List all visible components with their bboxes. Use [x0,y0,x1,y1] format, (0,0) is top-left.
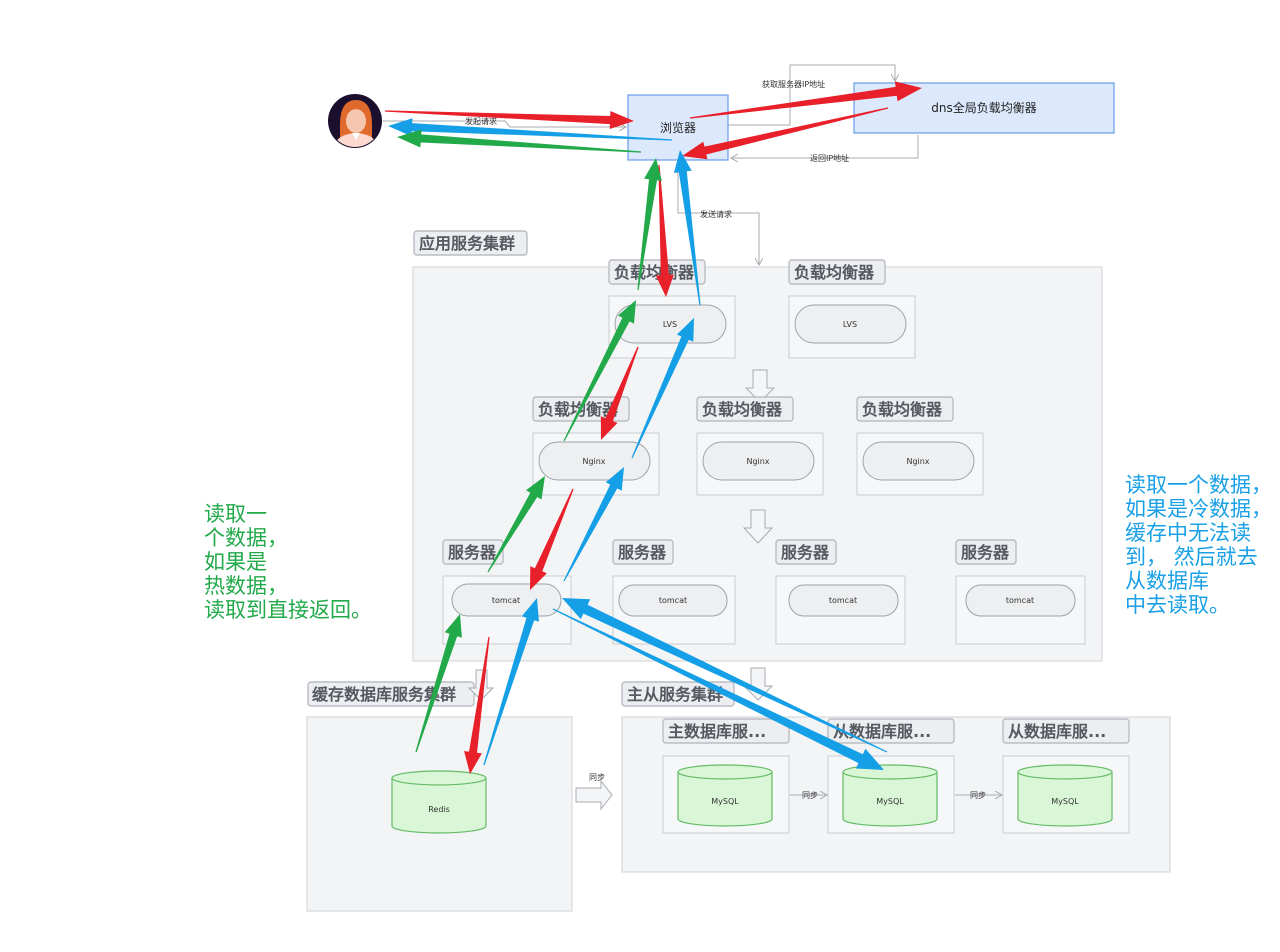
conn-send-request [677,162,759,264]
svg-text:缓存数据库服务集群: 缓存数据库服务集群 [311,685,456,704]
svg-text:主数据库服...: 主数据库服... [668,722,766,741]
red-flow-arrow-4 [655,165,674,297]
mysql-label-1: MySQL [711,797,739,806]
tomcat-node-4[interactable] [965,584,1076,617]
tag-server-4: 服务器 [955,539,1017,565]
tag-lb-4: 负载均衡器 [696,396,794,422]
svg-text:负载均衡器: 负载均衡器 [614,263,695,282]
blue-flow-arrow-11 [563,467,624,582]
svg-text:从数据库服...: 从数据库服... [1008,722,1106,741]
svg-text:负载均衡器: 负载均衡器 [794,263,875,282]
red-flow-arrow-6 [530,488,574,590]
sync-label-cache: 同步 [589,773,605,782]
tomcat-label-1: tomcat [492,596,520,605]
tag-cache-cluster: 缓存数据库服务集群 [307,681,475,707]
tag-lb-5: 负载均衡器 [856,396,954,422]
red-flow-arrow-5 [600,346,639,440]
svg-text:服务器: 服务器 [448,543,497,562]
green-flow-arrow-15 [397,129,641,153]
tag-slave-db-2: 从数据库服... [1002,718,1130,744]
lvs-node-2[interactable] [794,304,907,344]
browser-label: 浏览器 [660,120,696,135]
mysql-label-2: MySQL [876,797,904,806]
tag-server-1: 服务器 [442,539,504,565]
tag-master-slave-cluster: 主从服务集群 [621,681,735,707]
redis-label: Redis [428,805,450,814]
dns-label: dns全局负载均衡器 [931,100,1036,115]
red-flow-arrow-7 [464,636,490,774]
tomcat-label-4: tomcat [1006,596,1034,605]
note-cold-data: 读取一个数据， 如果是冷数据， 缓存中无法读 到， 然后就去 从数据库 中去读取… [1125,473,1279,617]
green-flow-arrow-17 [563,300,636,442]
tag-server-3: 服务器 [775,539,837,565]
green-flow-arrow-18 [487,476,545,573]
blue-flow-arrow-9 [673,150,701,306]
nginx-node-3[interactable] [862,441,975,481]
svg-text:负载均衡器: 负载均衡器 [862,400,943,419]
mysql-node-2[interactable] [842,764,938,827]
user-avatar-icon [328,94,382,148]
nginx-label-2: Nginx [746,457,769,466]
red-flow-arrow-2 [689,81,922,119]
tag-app-cluster: 应用服务集群 [413,230,528,256]
nginx-label-1: Nginx [582,457,605,466]
tag-lb-1: 负载均衡器 [608,259,706,285]
tag-lb-2: 负载均衡器 [788,259,886,285]
svg-text:主从服务集群: 主从服务集群 [627,685,723,704]
label-send-request: 发送请求 [700,209,732,219]
label-return-ip: 返回IP地址 [810,153,849,163]
label-send-request-top: 发起请求 [465,116,497,126]
mysql-label-3: MySQL [1051,797,1079,806]
tomcat-node-3[interactable] [788,584,899,617]
mysql-node-1[interactable] [677,764,773,827]
blue-flow-arrow-8 [388,118,672,141]
green-flow-arrow-19 [415,614,462,753]
tomcat-label-2: tomcat [659,596,687,605]
tag-master-db: 主数据库服... [662,718,790,744]
svg-text:服务器: 服务器 [961,543,1010,562]
green-flow-arrow-16 [637,158,662,291]
lvs-label-2: LVS [843,320,857,329]
svg-text:从数据库服...: 从数据库服... [833,722,931,741]
conn-get-ip [727,64,895,126]
svg-text:服务器: 服务器 [618,543,667,562]
svg-text:负载均衡器: 负载均衡器 [702,400,783,419]
flow-arrow-1 [744,369,776,403]
label-get-ip: 获取服务器IP地址 [762,79,825,89]
tag-slave-db-1: 从数据库服... [827,718,955,744]
nginx-label-3: Nginx [906,457,929,466]
lvs-label-1: LVS [663,320,677,329]
nginx-node-2[interactable] [702,441,815,481]
red-flow-arrow-1 [385,110,634,129]
conn-user-request [383,120,625,127]
note-hot-data: 读取一 个数据， 如果是 热数据， 读取到直接返回。 [204,502,372,622]
blue-flow-arrow-10 [631,318,694,459]
red-flow-arrow-3 [682,107,889,160]
sync-label-2: 同步 [970,791,986,800]
blue-flow-arrow-13 [552,608,884,770]
blue-flow-arrow-14 [562,598,888,753]
svg-text:服务器: 服务器 [781,543,830,562]
lvs-node-1[interactable] [614,304,727,344]
flow-arrow-2 [742,509,774,544]
sync-arrow-cache [575,779,613,811]
mysql-node-3[interactable] [1017,764,1113,827]
tomcat-node-2[interactable] [618,584,728,617]
blue-flow-arrow-12 [483,598,539,766]
redis-node[interactable] [391,770,487,834]
svg-text:应用服务集群: 应用服务集群 [419,234,515,253]
conn-return-ip [732,135,919,158]
sync-label-1: 同步 [802,791,818,800]
tomcat-label-3: tomcat [829,596,857,605]
tag-server-2: 服务器 [612,539,674,565]
flow-arrows [385,81,922,774]
